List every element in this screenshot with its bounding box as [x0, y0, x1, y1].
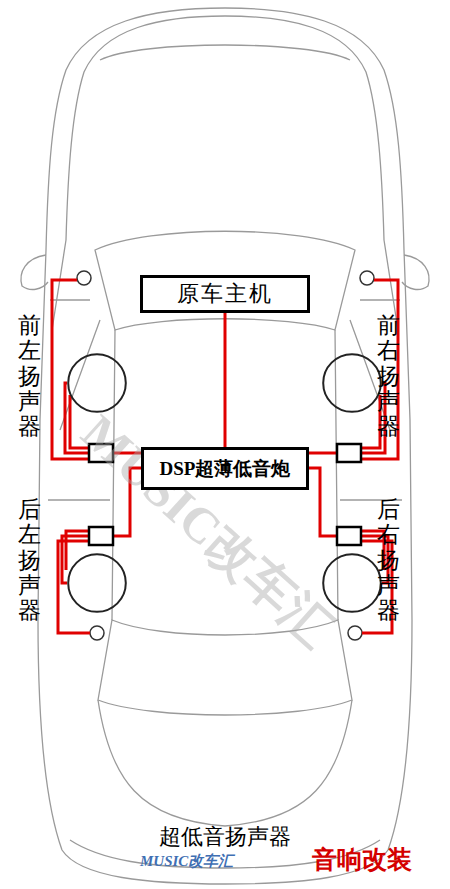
- box-label: 原车主机: [177, 279, 273, 309]
- speaker-circle: 后左扬声器: [67, 553, 127, 613]
- speaker-ring: [323, 354, 381, 412]
- speaker-outline: [67, 353, 127, 413]
- speaker-outline: [322, 553, 382, 613]
- speaker-label: 后左扬声器: [18, 497, 41, 623]
- speaker-label: 前左扬声器: [18, 313, 41, 439]
- speaker-circle: 前左扬声器: [67, 353, 127, 413]
- speaker-ring: [68, 354, 126, 412]
- head-unit-box: 原车主机: [140, 275, 310, 313]
- speaker-outline: [322, 353, 382, 413]
- signal-wire: [224, 313, 227, 447]
- box-label: DSP超薄低音炮: [160, 456, 291, 482]
- speaker-ring: [68, 554, 126, 612]
- speaker-circle: 前右扬声器: [322, 353, 382, 413]
- speaker-label: 后右扬声器: [377, 497, 400, 623]
- crossover-box: [337, 444, 361, 462]
- speaker-ring: [323, 554, 381, 612]
- speaker-outline: [67, 553, 127, 613]
- crossover-box: [89, 527, 113, 545]
- speaker-label: 前右扬声器: [377, 313, 400, 439]
- dsp-subwoofer-box: DSP超薄低音炮: [141, 447, 309, 490]
- logo-title: 音响改装: [312, 843, 412, 876]
- logo-text: MUSIC改车汇: [140, 852, 233, 871]
- crossover-box: [337, 527, 361, 545]
- subwoofer-label: 超低音扬声器: [159, 822, 291, 852]
- speaker-circle: 后右扬声器: [322, 553, 382, 613]
- signal-wire: [309, 383, 385, 453]
